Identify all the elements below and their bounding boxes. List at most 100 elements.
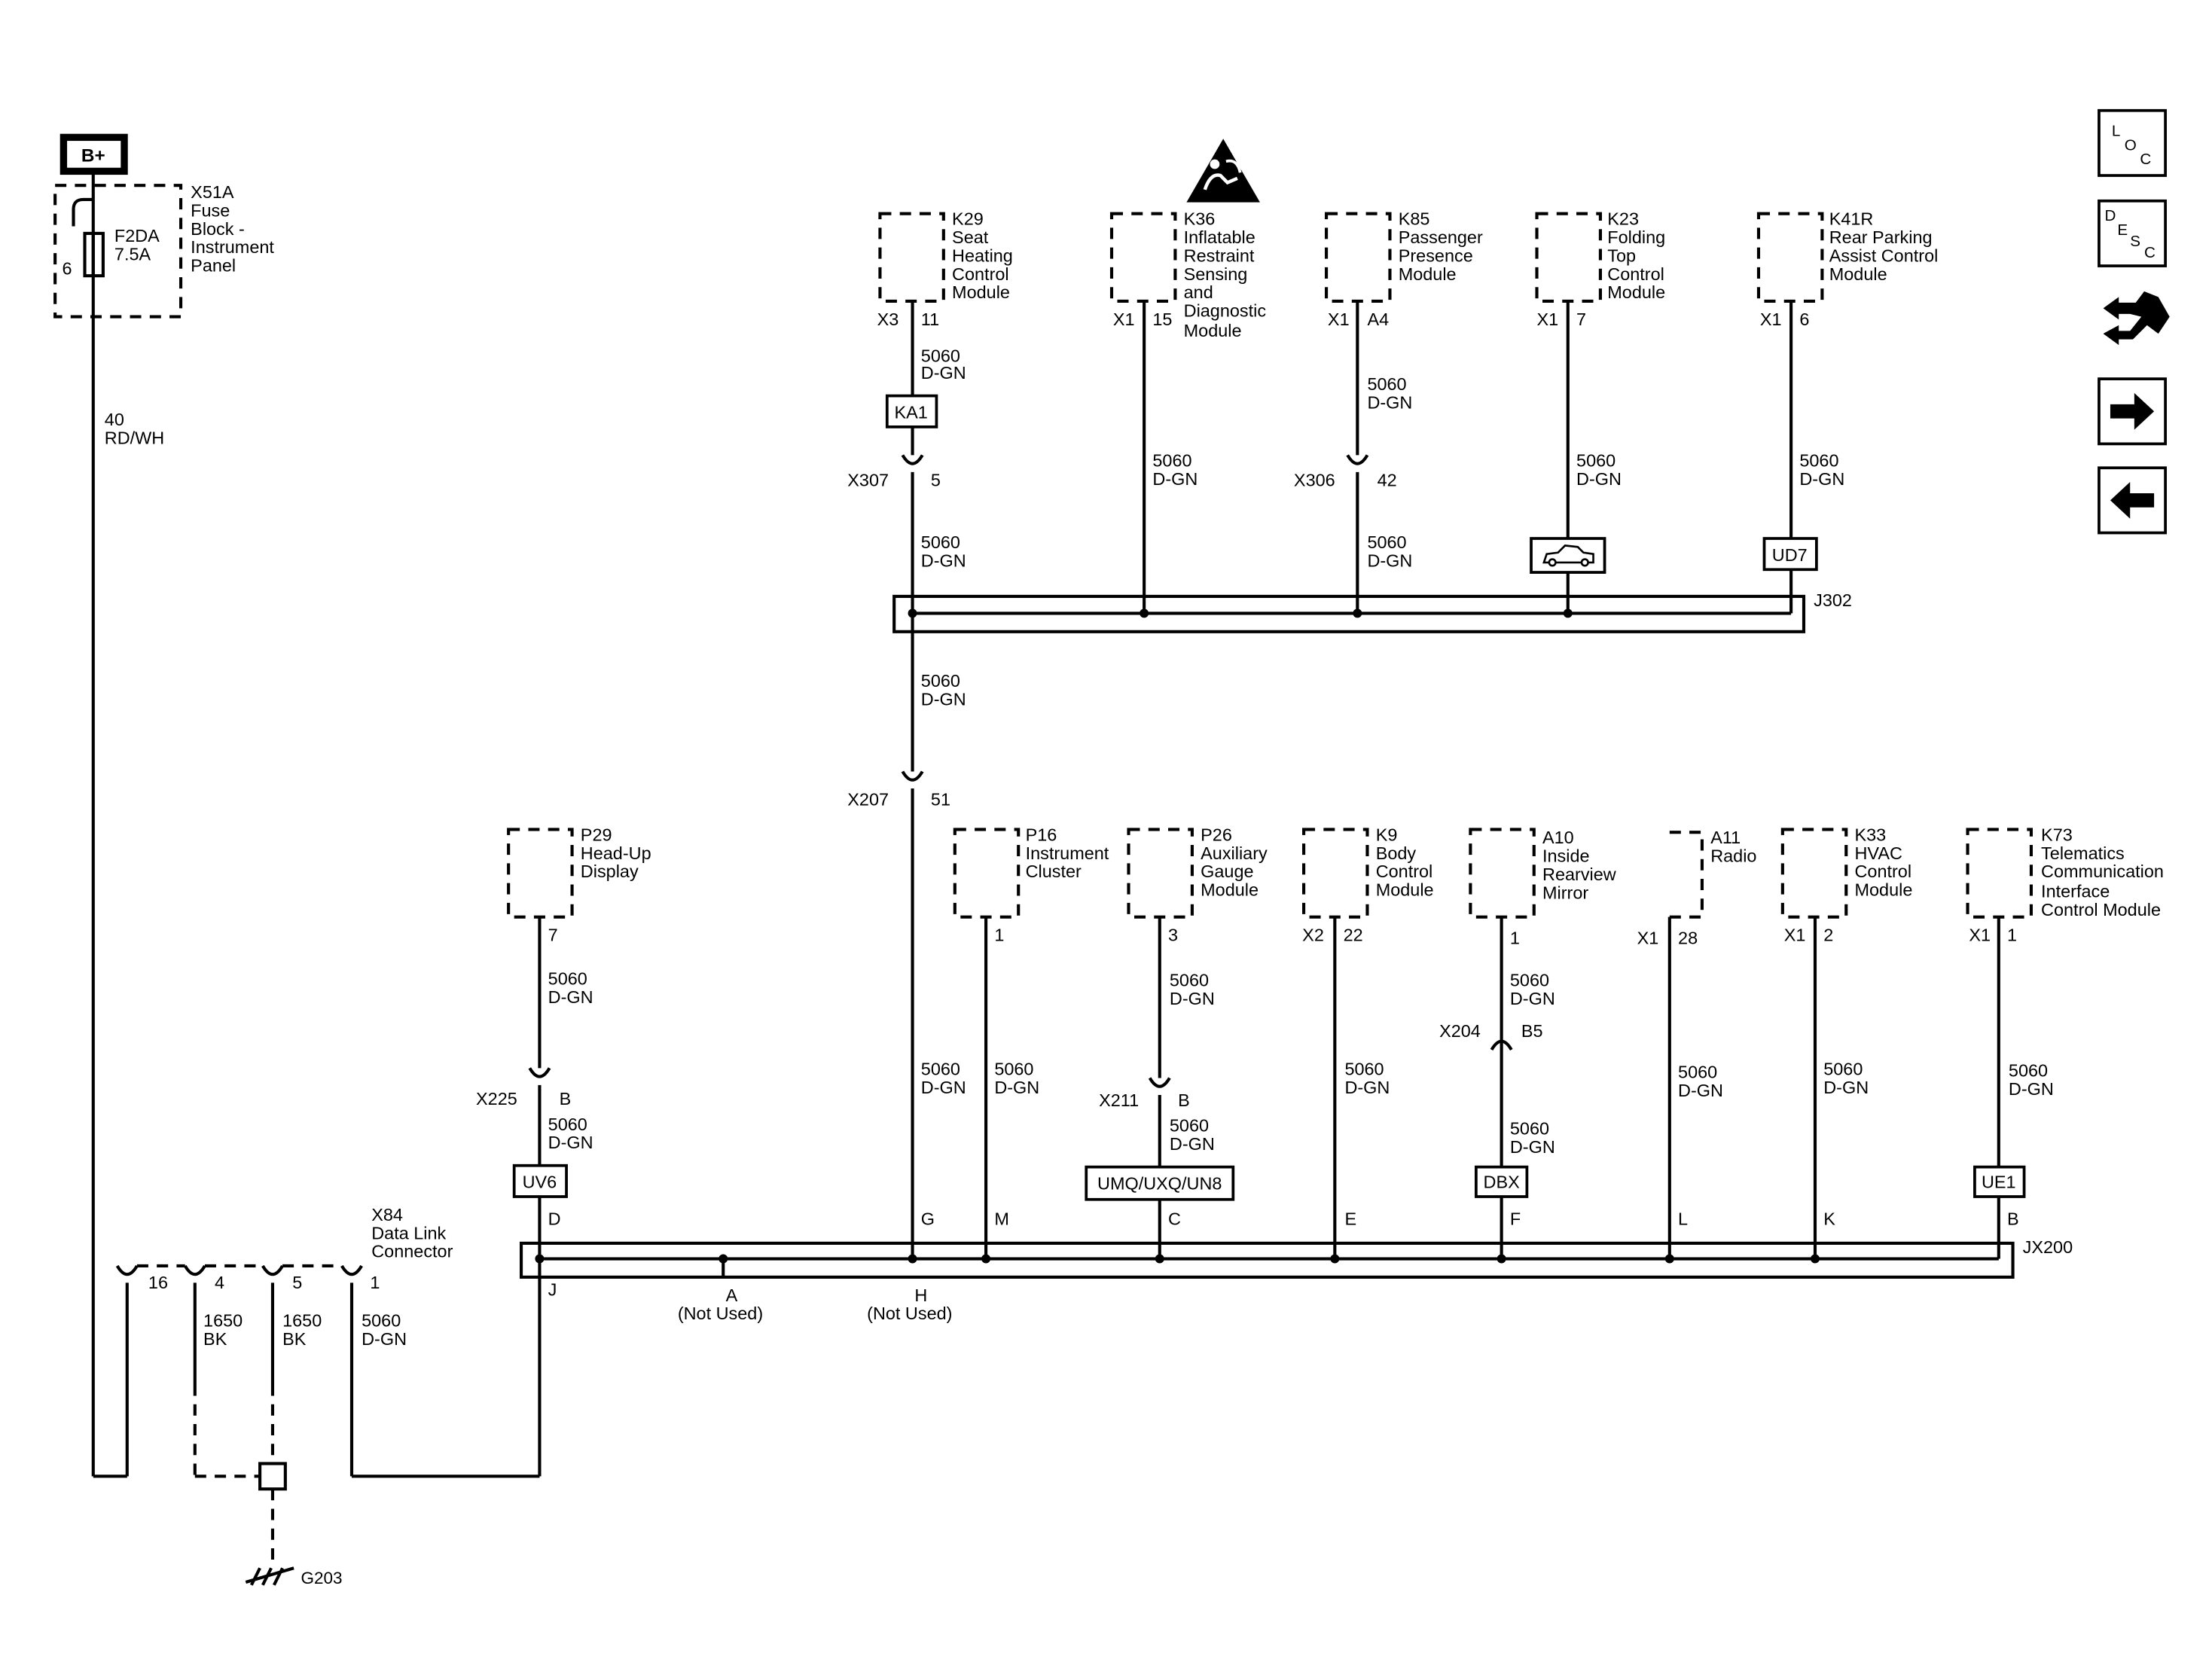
svg-text:D-GN: D-GN xyxy=(1367,392,1412,412)
svg-text:7: 7 xyxy=(1576,310,1586,329)
svg-text:Inside: Inside xyxy=(1542,846,1590,866)
svg-text:D-GN: D-GN xyxy=(994,1078,1039,1097)
svg-text:5060: 5060 xyxy=(1510,971,1549,990)
svg-text:X1: X1 xyxy=(1113,310,1135,329)
dlc-pins: 16 4 5 1 xyxy=(148,1273,380,1292)
module-k41r-label: K41R Rear Parking Assist Control Module xyxy=(1829,209,1939,284)
svg-text:E: E xyxy=(1344,1209,1356,1229)
svg-text:Communication: Communication xyxy=(2041,862,2164,881)
svg-text:Diagnostic: Diagnostic xyxy=(1184,301,1267,321)
svg-text:Block -: Block - xyxy=(191,219,245,239)
svg-text:D-GN: D-GN xyxy=(1170,989,1215,1008)
svg-text:BK: BK xyxy=(203,1329,227,1349)
inline-connector-labels: X307 5 X306 42 X207 51 X225 B X211 B X20… xyxy=(476,471,1543,1110)
svg-text:K29: K29 xyxy=(952,209,984,229)
svg-text:X3: X3 xyxy=(877,310,899,329)
description-button[interactable]: D E S C xyxy=(2098,199,2167,267)
svg-text:28: 28 xyxy=(1678,928,1698,947)
svg-text:40: 40 xyxy=(105,410,124,429)
svg-text:UE1: UE1 xyxy=(1982,1173,2016,1192)
svg-text:5060: 5060 xyxy=(1799,450,1838,470)
svg-text:UD7: UD7 xyxy=(1772,545,1808,565)
module-k85-label: K85 Passenger Presence Module xyxy=(1399,209,1483,284)
svg-text:P16: P16 xyxy=(1026,825,1057,844)
svg-text:D-GN: D-GN xyxy=(921,1078,966,1097)
module-p16-box xyxy=(953,828,1021,919)
svg-text:Module: Module xyxy=(1184,321,1242,340)
svg-text:X1: X1 xyxy=(1760,310,1782,329)
previous-page-button[interactable] xyxy=(2098,466,2167,535)
svg-text:B: B xyxy=(2007,1209,2019,1229)
svg-text:Head-Up: Head-Up xyxy=(581,843,651,863)
svg-text:X1: X1 xyxy=(1784,926,1806,945)
svg-text:5060: 5060 xyxy=(548,969,587,989)
svg-text:Mirror: Mirror xyxy=(1542,883,1588,902)
module-k9-box xyxy=(1302,828,1369,919)
svg-text:X306: X306 xyxy=(1294,471,1335,490)
svg-text:Rear Parking: Rear Parking xyxy=(1829,227,1933,247)
svg-text:1650: 1650 xyxy=(203,1311,243,1331)
svg-text:15: 15 xyxy=(1152,310,1172,329)
svg-text:D-GN: D-GN xyxy=(1576,469,1622,489)
module-k33-box xyxy=(1780,828,1848,919)
svg-text:5060: 5060 xyxy=(921,532,960,552)
svg-text:H: H xyxy=(914,1285,927,1305)
svg-text:Module: Module xyxy=(1376,880,1434,900)
svg-text:D-GN: D-GN xyxy=(1344,1078,1390,1097)
svg-text:X1: X1 xyxy=(1637,928,1659,947)
svg-text:KA1: KA1 xyxy=(895,403,928,422)
svg-text:Instrument: Instrument xyxy=(191,237,274,257)
svg-text:Heating: Heating xyxy=(952,246,1013,265)
svg-text:(Not Used): (Not Used) xyxy=(867,1304,952,1323)
svg-text:Top: Top xyxy=(1607,246,1636,265)
svg-text:D-GN: D-GN xyxy=(1678,1081,1723,1100)
svg-text:5: 5 xyxy=(931,471,941,490)
airbag-warning-icon xyxy=(1186,139,1260,203)
svg-text:X307: X307 xyxy=(847,471,889,490)
svg-text:and: and xyxy=(1184,282,1213,302)
module-p26-box xyxy=(1127,828,1194,919)
module-k41r-box xyxy=(1756,212,1824,303)
ground-icon xyxy=(245,1566,294,1586)
svg-text:Sensing: Sensing xyxy=(1184,264,1248,284)
next-page-button[interactable] xyxy=(2098,377,2167,446)
svg-text:X51A: X51A xyxy=(191,182,234,202)
svg-text:5060: 5060 xyxy=(1170,1116,1209,1136)
svg-text:D-GN: D-GN xyxy=(1510,989,1555,1008)
module-k29-box xyxy=(878,212,945,303)
svg-text:Instrument: Instrument xyxy=(1026,843,1109,863)
svg-text:S: S xyxy=(2130,233,2140,250)
svg-text:HVAC: HVAC xyxy=(1855,843,1902,863)
svg-text:X225: X225 xyxy=(476,1089,517,1109)
svg-text:G: G xyxy=(921,1209,935,1229)
fuse-block-label: X51A Fuse Block - Instrument Panel xyxy=(191,182,274,276)
svg-text:5060: 5060 xyxy=(1823,1060,1863,1079)
svg-text:51: 51 xyxy=(931,789,950,809)
svg-text:11: 11 xyxy=(921,310,939,329)
svg-text:5060: 5060 xyxy=(1367,374,1406,394)
svg-text:6: 6 xyxy=(1799,310,1809,329)
svg-text:E: E xyxy=(2117,221,2128,239)
svg-text:UMQ/UXQ/UN8: UMQ/UXQ/UN8 xyxy=(1097,1174,1222,1194)
svg-text:Auxiliary: Auxiliary xyxy=(1201,843,1268,863)
svg-text:C: C xyxy=(2140,151,2151,168)
svg-text:Rearview: Rearview xyxy=(1542,865,1616,884)
svg-text:D-GN: D-GN xyxy=(1170,1134,1215,1154)
svg-text:DBX: DBX xyxy=(1484,1173,1521,1192)
connector-view-icon[interactable] xyxy=(2103,291,2170,346)
battery-supply-label: B+ xyxy=(81,145,105,166)
location-button[interactable]: L O C xyxy=(2098,108,2167,177)
svg-text:A4: A4 xyxy=(1367,310,1389,329)
svg-text:X1: X1 xyxy=(1328,310,1350,329)
svg-text:B5: B5 xyxy=(1521,1021,1543,1041)
convertible-car-icon xyxy=(1542,544,1594,567)
module-a10-label: A10 Inside Rearview Mirror xyxy=(1542,828,1616,902)
arrow-right-icon xyxy=(2110,392,2155,430)
fuse-label: F2DA 7.5A xyxy=(114,226,160,264)
svg-text:D-GN: D-GN xyxy=(1152,469,1198,489)
svg-text:X207: X207 xyxy=(847,789,889,809)
svg-text:D-GN: D-GN xyxy=(362,1329,407,1349)
svg-text:D-GN: D-GN xyxy=(1367,551,1412,571)
